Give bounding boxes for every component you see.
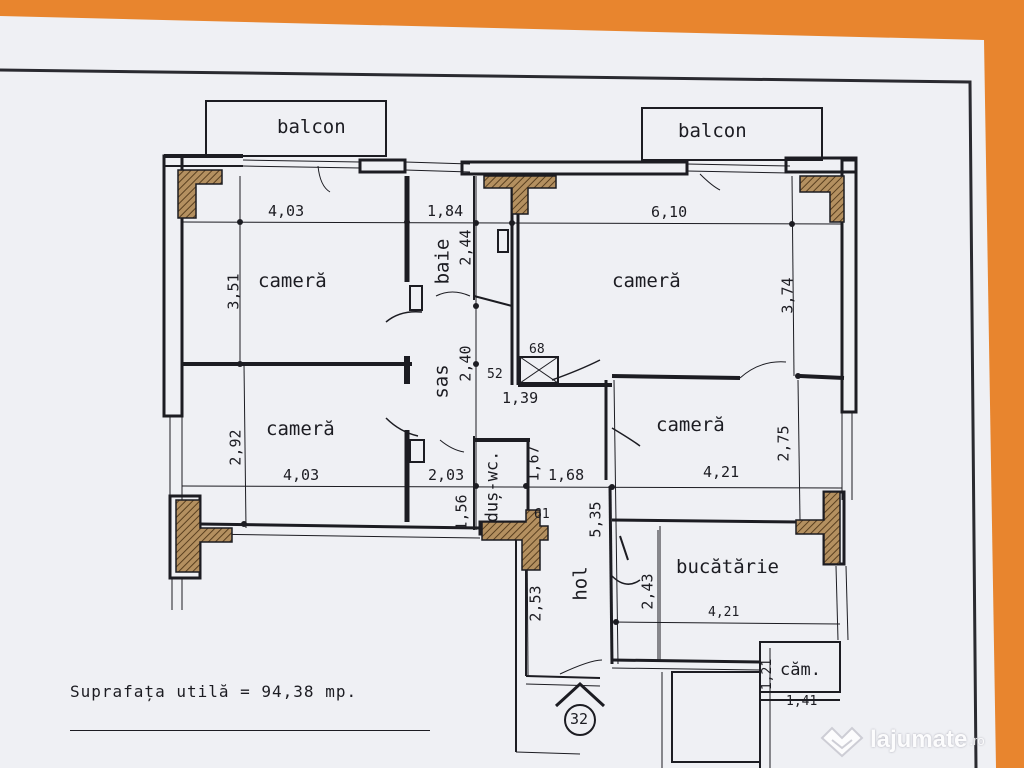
room-label-hol: hol (569, 566, 592, 601)
dimension-label: 68 (529, 342, 545, 357)
room-label-camera-mid-right: cameră (656, 414, 725, 436)
dimension-label: 3,51 (224, 273, 243, 310)
room-label-camera-top-left: cameră (258, 270, 327, 292)
dimension-label: 2,40 (456, 345, 475, 382)
structural-columns (175, 169, 845, 573)
dimension-label: 2,53 (526, 585, 545, 622)
dimension-label: 2,75 (774, 425, 793, 462)
dimension-label: 4,03 (283, 466, 320, 484)
usable-area-underline (70, 730, 430, 731)
dimension-label: 1,21 (760, 658, 776, 691)
dimension-label: 61 (534, 507, 550, 522)
dimension-label: 1,84 (427, 202, 464, 220)
balcony-left-label: balcon (277, 116, 346, 138)
dimension-label: 2,44 (456, 229, 475, 266)
room-label-baie: baie (431, 238, 454, 285)
dimension-label: 4,21 (708, 605, 740, 620)
dimension-label: 1,56 (452, 494, 471, 531)
dimension-label: 2,03 (428, 466, 465, 484)
dimension-label: 5,35 (586, 501, 605, 538)
room-label-dus-wc: duș-wc. (482, 450, 503, 523)
dimension-label: 2,92 (226, 429, 245, 466)
balcony-right-outline (641, 107, 823, 161)
lajumate-logo-icon (820, 726, 864, 758)
dimension-label: 52 (487, 367, 503, 382)
watermark-brand: lajumate (870, 726, 968, 753)
room-label-camera-top-right: cameră (612, 270, 681, 292)
lajumate-watermark: lajumate .ro (820, 722, 985, 758)
paper-sheet (0, 16, 996, 768)
dimension-label: 4,03 (268, 202, 305, 220)
apartment-number-circle (564, 704, 596, 736)
dimension-label: 6,10 (651, 203, 688, 221)
frame-border (0, 68, 978, 768)
balcony-left-outline (205, 100, 387, 157)
balcony-right-label: balcon (678, 120, 747, 142)
dimension-label: 3,74 (778, 277, 797, 314)
usable-area-text: Suprafața utilă = 94,38 mp. (70, 682, 358, 701)
room-label-sas: sas (430, 364, 453, 399)
apartment-number: 32 (570, 710, 589, 728)
dimension-label: 1,67 (524, 445, 543, 482)
room-label-bucatarie: bucătărie (676, 556, 779, 578)
dimension-label: 4,21 (703, 463, 740, 481)
dimension-label: 2,43 (638, 573, 657, 610)
dimension-label: 1,39 (502, 389, 539, 407)
room-label-camera-bottom-left: cameră (266, 418, 335, 440)
dimension-label: 1,41 (786, 694, 818, 709)
watermark-tld: .ro (969, 732, 985, 748)
room-label-camara: căm. (780, 660, 821, 680)
dimension-label: 1,68 (548, 466, 585, 484)
